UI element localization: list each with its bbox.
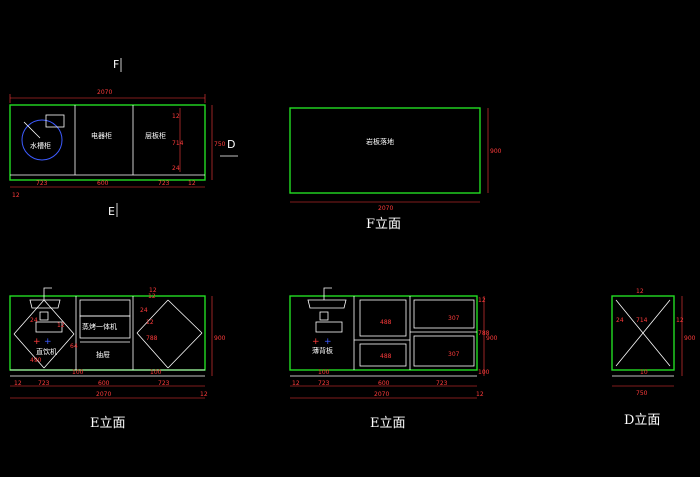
plan-side-24: 24 <box>172 165 180 172</box>
d-width: 750 <box>636 390 648 397</box>
e2-right-100: 100 <box>478 369 490 376</box>
sink-basin-icon <box>307 299 347 309</box>
plan-side-714: 714 <box>172 140 184 147</box>
e1-left-12: 12 <box>57 322 65 329</box>
e2-panel-label: 薄背板 <box>312 346 333 355</box>
e1-mid-100: 100 <box>150 369 162 376</box>
plan-e-marker: E <box>108 205 115 218</box>
red-cross-icon: + <box>33 337 41 347</box>
oven-top <box>79 299 131 317</box>
e2-bot-total: 2070 <box>374 391 389 398</box>
f-elevation-label: 岩板落地 <box>366 137 394 146</box>
plan-seg-723b: 723 <box>158 180 170 187</box>
e1-bot-723b: 723 <box>158 380 170 387</box>
e1-title: E立面 <box>90 416 126 431</box>
faucet-icon <box>323 287 332 300</box>
e2-bot-12: 12 <box>292 380 300 387</box>
d-inner-10: 10 <box>640 369 648 376</box>
red-cross-icon: + <box>312 337 320 347</box>
e1-bot-600: 600 <box>98 380 110 387</box>
e1-right-788: 788 <box>146 335 158 342</box>
plan-f-marker: F <box>113 58 119 71</box>
plan-outline <box>9 104 206 181</box>
e2-right-788: 788 <box>478 330 490 337</box>
e1-bot-723a: 723 <box>38 380 50 387</box>
faucet-icon <box>23 121 41 139</box>
sink-drain-icon <box>45 114 65 128</box>
plan-cabinet-appliance: 电器柜 <box>91 131 112 140</box>
plan-total-width: 2070 <box>97 89 112 96</box>
e2-right-top: 307 <box>448 315 460 322</box>
plan-seg-600: 600 <box>97 180 109 187</box>
e1-bot-total: 2070 <box>96 391 111 398</box>
f-elevation-title: F立面 <box>366 217 401 232</box>
d-elevation: 12 714 24 12 900 10 750 D立面 <box>611 288 696 428</box>
faucet-icon <box>43 287 52 300</box>
e2-mid-bot: 488 <box>380 353 392 360</box>
d-title: D立面 <box>624 413 660 428</box>
plan-seg-723a: 723 <box>36 180 48 187</box>
e2-left-100: 100 <box>318 369 330 376</box>
e1-left-490: 490 <box>30 357 42 364</box>
d-height: 900 <box>684 335 696 342</box>
e2-bot-723b: 723 <box>436 380 448 387</box>
blue-cross-icon: + <box>324 337 332 347</box>
d-left-24: 24 <box>616 317 624 324</box>
e2-title: E立面 <box>370 416 406 431</box>
e1-drawer-label: 抽屉 <box>96 350 110 359</box>
plan-depth: 750 <box>214 141 226 148</box>
f-elevation-outline <box>289 107 481 194</box>
plan-view: F 2070 水槽柜 电器柜 层板柜 12 714 24 750 D 723 6… <box>9 58 238 218</box>
e2-right-900: 900 <box>486 335 498 342</box>
e1-left-100: 100 <box>72 369 84 376</box>
sink-trap-icon <box>39 311 49 321</box>
e-elevation-2: + + 薄背板 488 488 307 307 900 788 12 100 1… <box>289 287 498 431</box>
e1-right-12: 12 <box>148 293 156 300</box>
d-top-12: 12 <box>636 288 644 295</box>
f-elevation: 岩板落地 900 2070 F立面 <box>289 107 502 232</box>
e1-bot-12a: 12 <box>14 380 22 387</box>
e1-left-64: 64 <box>70 343 78 350</box>
f-elevation-height: 900 <box>490 148 502 155</box>
blue-cross-icon: + <box>44 337 52 347</box>
plan-seg-start: 12 <box>12 192 20 199</box>
e1-top-12: 12 <box>149 287 157 294</box>
plan-seg-12: 12 <box>188 180 196 187</box>
d-right-12: 12 <box>676 317 684 324</box>
plan-side-12: 12 <box>172 113 180 120</box>
e2-right-12: 12 <box>478 297 486 304</box>
e-elevation-1: + + 直饮机 蒸烤一体机 抽屉 24 12 490 64 100 24 12 … <box>9 287 226 431</box>
oven-body <box>79 315 131 339</box>
plan-cabinet-sink: 水槽柜 <box>30 141 51 150</box>
e2-outline <box>289 295 478 371</box>
sink-basin-icon <box>29 299 61 309</box>
e1-mid-12: 12 <box>146 319 154 326</box>
e2-bot-600: 600 <box>378 380 390 387</box>
e1-left-24: 24 <box>30 317 38 324</box>
plan-cabinet-shelf: 层板柜 <box>145 131 166 140</box>
sink-bowl-icon <box>21 119 63 161</box>
e2-bot-12b: 12 <box>476 391 484 398</box>
e2-mid-top: 488 <box>380 319 392 326</box>
e1-right-900: 900 <box>214 335 226 342</box>
e2-bot-723a: 723 <box>318 380 330 387</box>
d-width-714: 714 <box>636 317 648 324</box>
e1-mid-24: 24 <box>140 307 148 314</box>
plan-d-marker: D <box>227 138 235 151</box>
e1-bot-12b: 12 <box>200 391 208 398</box>
e1-appliance-label: 蒸烤一体机 <box>82 322 117 331</box>
d-outline <box>611 295 675 371</box>
f-elevation-width: 2070 <box>378 205 393 212</box>
e2-right-bot: 307 <box>448 351 460 358</box>
e1-purifier-label: 直饮机 <box>36 347 57 356</box>
